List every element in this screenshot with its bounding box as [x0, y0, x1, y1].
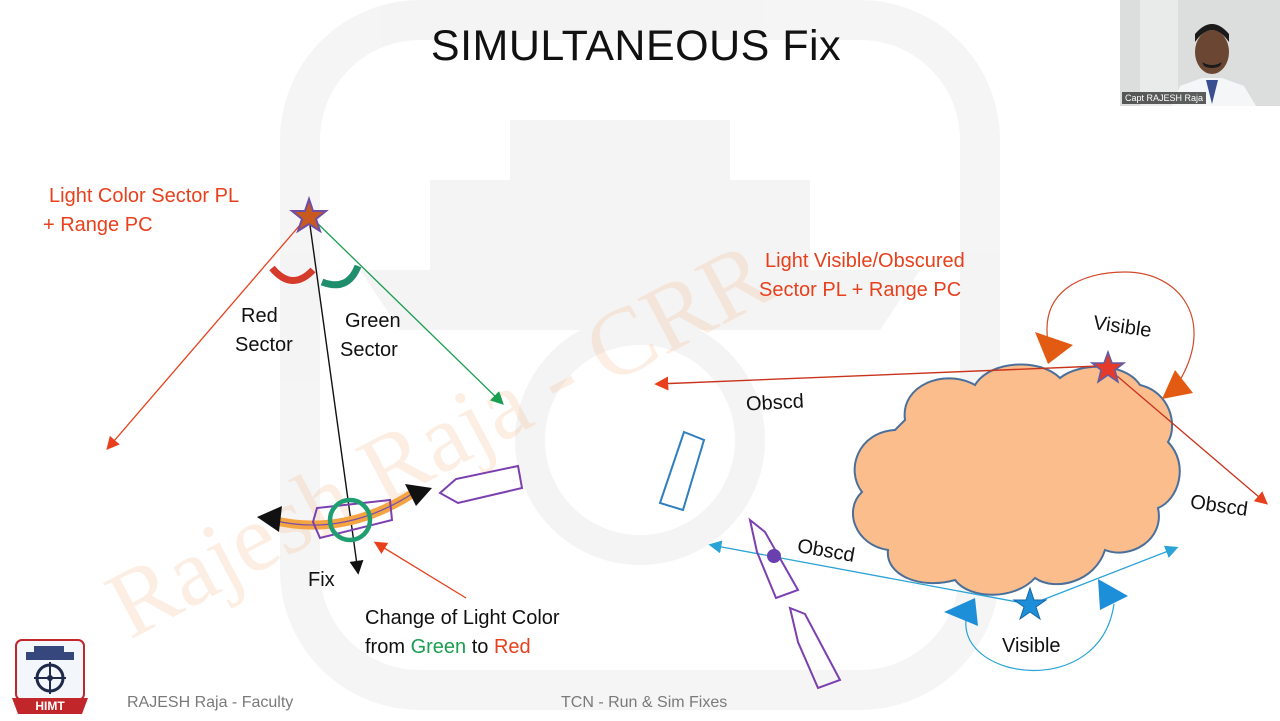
himt-logo-graphic — [12, 639, 88, 714]
visible-arc-top — [1046, 271, 1195, 381]
green-sector-label-line1: Green — [345, 310, 401, 332]
red-sector-label-line2: Sector — [235, 334, 293, 356]
change-red-text: Red — [493, 636, 531, 658]
ship-icon-1 — [438, 464, 524, 505]
ship-position-dot — [767, 549, 781, 563]
obscd-label-1: Obscd — [745, 390, 805, 416]
change-caption-line1: Change of Light Color — [365, 607, 560, 629]
ship-icon-3 — [748, 517, 800, 600]
fix-circle — [327, 497, 373, 543]
red-sector-arc — [269, 265, 316, 284]
light-star-icon — [289, 195, 329, 234]
himt-logo-text: HIMT — [35, 699, 65, 713]
change-to-text: to — [466, 636, 494, 658]
right-caption-line1: Light Visible/Obscured — [765, 250, 965, 272]
obscured-limit-line-sw — [708, 540, 1029, 605]
change-pointer-line — [373, 541, 467, 599]
ship-icon-fix — [311, 498, 394, 540]
footer-course: TCN - Run & Sim Fixes — [561, 694, 728, 711]
change-from-text: from — [365, 636, 411, 658]
presenter-video-frame — [1120, 0, 1280, 106]
range-arc-core — [271, 491, 416, 526]
himt-logo: HIMT — [8, 638, 92, 716]
ship-icon-4 — [788, 606, 842, 690]
sector-marker-top-right-icon — [1162, 370, 1193, 399]
position-line — [308, 217, 364, 575]
left-caption-line2: + Range PC — [43, 214, 153, 236]
light-star-bottom-icon — [1012, 586, 1048, 621]
webcam-video — [1120, 0, 1280, 106]
arc-arrow-right-icon — [405, 484, 432, 506]
slide-title: SIMULTANEOUS Fix — [430, 22, 842, 70]
obscuring-cloud — [852, 363, 1181, 596]
visible-arc-bottom — [965, 603, 1115, 672]
footer-author: RAJESH Raja - Faculty — [127, 694, 294, 711]
sector-marker-bottom-right-icon — [1098, 579, 1128, 610]
red-sector-limit-line — [106, 217, 307, 450]
range-arc — [270, 488, 418, 530]
webcam-name-tag: Capt RAJESH Raja — [1122, 92, 1207, 104]
sector-marker-bottom-left-icon — [944, 598, 978, 626]
red-sector-label-line1: Red — [241, 305, 278, 327]
visible-label-bottom: Visible — [1002, 635, 1061, 657]
arc-arrow-left-icon — [257, 506, 282, 532]
change-caption-line2: from Green to Red — [365, 633, 531, 662]
obscured-limit-line-west — [654, 365, 1101, 391]
green-sector-label-line2: Sector — [340, 339, 398, 361]
left-caption-line1: Light Color Sector PL — [49, 185, 240, 207]
fix-label: Fix — [308, 569, 335, 591]
light-star-top-icon — [1089, 349, 1127, 384]
right-caption-line2: Sector PL + Range PC — [759, 279, 962, 301]
obscured-limit-line-east — [1109, 369, 1268, 505]
green-sector-arc — [320, 264, 362, 289]
obscured-limit-line-se — [1031, 545, 1179, 605]
green-sector-limit-line — [311, 217, 504, 405]
ship-icon-2 — [658, 430, 706, 512]
change-green-text: Green — [410, 636, 467, 658]
sector-marker-top-left-icon — [1035, 332, 1073, 364]
